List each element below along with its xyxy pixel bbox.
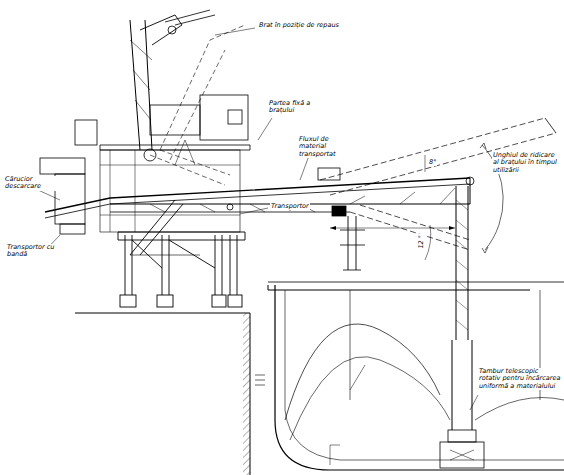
callout-label: 8° [428,159,437,166]
callout-label: Cărucior descarcare [4,176,56,191]
callout-label: Unghiul de ridicare al brațului în timpu… [492,152,562,174]
callout-label: Transportor cu bandă [6,244,58,259]
callout-label: Transportor [270,203,310,210]
callout-label: 12 ° [418,234,425,250]
callout-label: Tambur telescopic rotativ pentru încărca… [478,368,562,390]
callout-label: Fluxul de material transportat [298,136,358,158]
callout-label: Partea fixă a brațului [268,100,320,115]
callout-label: Brat în poziție de repaus [258,22,340,29]
